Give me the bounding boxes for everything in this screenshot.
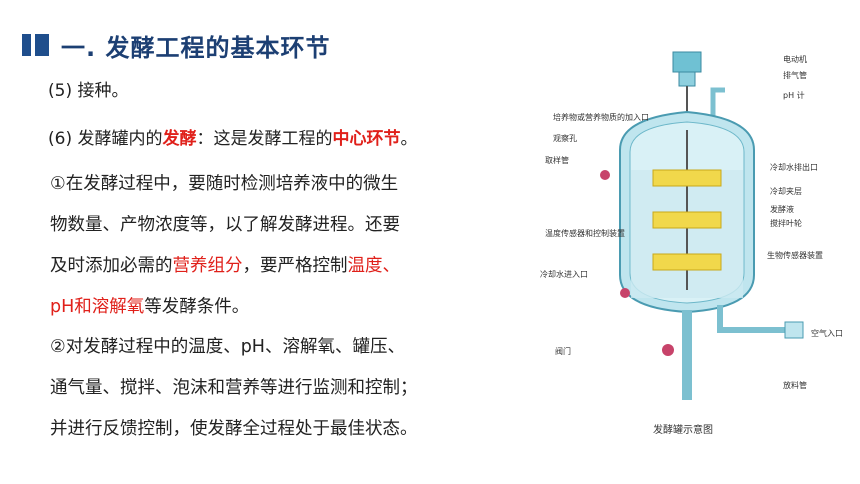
step6-term: 发酵	[162, 129, 197, 149]
fermenter-diagram: 电动机 排气管 pH 计 培养物或营养物质的加入口 观察孔 取样管 冷却水排出口…	[540, 51, 843, 436]
air-filter	[784, 321, 804, 339]
cooling-valve-icon	[620, 288, 630, 298]
point1-line4: pH和溶解氧等发酵条件。	[50, 287, 400, 328]
point1-line3: 及时添加必需的营养组分，要严格控制温度、	[50, 246, 400, 287]
step6-key: 中心环节	[332, 129, 401, 149]
point2-line3: 并进行反馈控制，使发酵全过程处于最佳状态。	[50, 419, 418, 439]
air-pipe	[717, 305, 785, 333]
title-accent-block	[35, 34, 49, 56]
point1-temperature: 温度、	[347, 256, 401, 276]
label-impeller: 搅拌叶轮	[770, 218, 802, 228]
title-bar: 一. 发酵工程的基本环节	[22, 30, 331, 62]
point1-line3-c: ，要严格控制	[242, 256, 348, 276]
point1-line3-a: 及时添加必需的	[50, 256, 173, 276]
label-exhaust: 排气管	[783, 70, 807, 80]
diagram-caption: 发酵罐示意图	[653, 423, 713, 436]
point1-line2: 物数量、产物浓度等，以了解发酵进程。还要	[50, 215, 400, 235]
label-cool-in: 冷却水进入口	[540, 269, 588, 279]
page-title: 一. 发酵工程的基本环节	[61, 33, 331, 62]
label-window: 观察孔	[553, 133, 577, 143]
step5-text: (5) 接种。	[48, 81, 129, 101]
label-sample: 取样管	[545, 155, 569, 165]
step6-prefix: (6) 发酵罐内的	[48, 129, 163, 149]
label-temp: 温度传感器和控制装置	[545, 228, 625, 238]
label-jacket: 冷却夹层	[770, 186, 802, 196]
point1-paragraph: ①在发酵过程中，要随时检测培养液中的微生 物数量、产物浓度等，以了解发酵进程。还…	[50, 164, 400, 328]
step6-text: (6) 发酵罐内的发酵：这是发酵工程的中心环节。	[48, 124, 417, 149]
impeller-icon	[652, 169, 722, 271]
point2-line1: ②对发酵过程中的温度、pH、溶解氧、罐压、	[50, 337, 405, 357]
step6-mid: ：这是发酵工程的	[196, 129, 333, 149]
label-cool-out: 冷却水排出口	[770, 162, 818, 172]
point1-line4-b: 等发酵条件。	[144, 297, 250, 317]
point2-line2: 通气量、搅拌、泡沫和营养等进行监测和控制；	[50, 378, 418, 398]
point1-nutrient: 营养组分	[172, 256, 243, 276]
label-valve: 阀门	[555, 346, 571, 356]
title-accent-bar	[22, 34, 31, 56]
step6-end: 。	[400, 129, 418, 149]
label-ph: pH 计	[783, 90, 805, 100]
label-broth: 发酵液	[770, 204, 794, 214]
point2-paragraph: ②对发酵过程中的温度、pH、溶解氧、罐压、 通气量、搅拌、泡沫和营养等进行监测和…	[50, 327, 418, 450]
label-discharge: 放料管	[783, 380, 807, 390]
valve-icon	[662, 344, 674, 356]
sample-valve-icon	[600, 170, 610, 180]
point1-line1: ①在发酵过程中，要随时检测培养液中的微生	[50, 174, 399, 194]
motor-icon	[672, 51, 702, 130]
exhaust-pipe	[710, 87, 725, 125]
label-bio-sensor: 生物传感器装置	[767, 250, 823, 260]
point1-ph-oxygen: pH和溶解氧	[50, 297, 145, 317]
discharge-pipe	[682, 310, 692, 400]
label-air: 空气入口	[811, 328, 843, 338]
label-motor: 电动机	[783, 54, 807, 64]
label-feed: 培养物或营养物质的加入口	[553, 112, 649, 122]
